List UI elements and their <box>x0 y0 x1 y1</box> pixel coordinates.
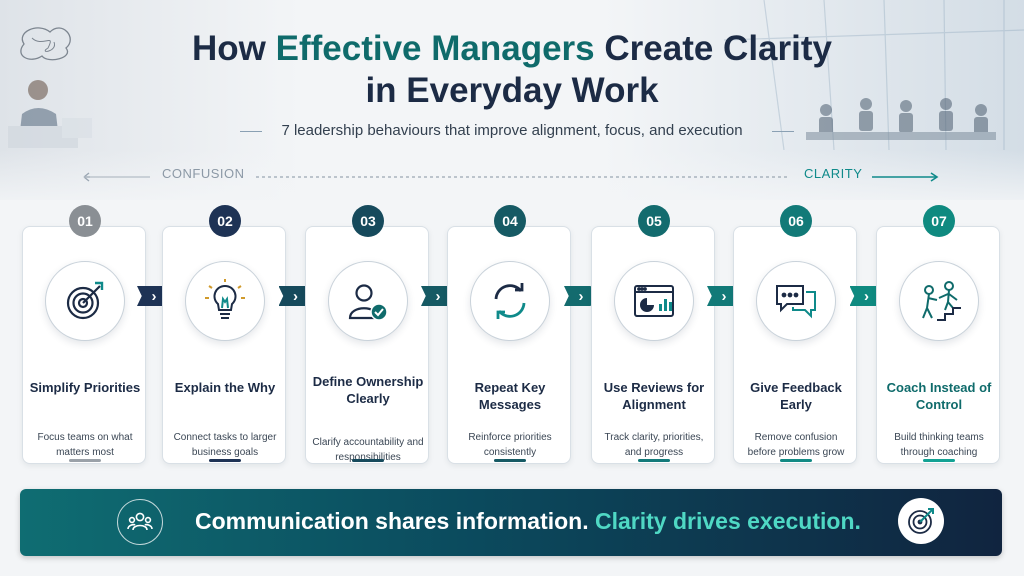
subtitle-rule-left <box>240 131 262 132</box>
dashboard-icon <box>614 261 694 341</box>
chevron-right-icon: › <box>849 286 884 306</box>
title-line-1: How Effective Managers Create Clarity <box>0 28 1024 70</box>
step-number-badge: 01 <box>69 205 101 237</box>
chevron-right-icon: › <box>707 286 741 306</box>
step-description: Build thinking teams through coaching <box>894 432 984 458</box>
step-number-badge: 03 <box>352 205 384 237</box>
subtitle-rule-right <box>772 131 794 132</box>
step-description: Clarify accountability and responsibilit… <box>312 437 424 463</box>
step-title: Use Reviews for Alignment <box>603 380 705 412</box>
page-title: How Effective Managers Create Clarity in… <box>0 28 1024 112</box>
bottom-banner: Communication shares information. Clarit… <box>20 489 1002 556</box>
step-number-badge: 07 <box>923 205 955 237</box>
title-accent: Effective Managers <box>275 29 595 68</box>
step-description: Focus teams on what matters most <box>37 432 133 458</box>
step-title: Repeat Key Messages <box>474 380 546 412</box>
stressed-person-illustration <box>8 27 92 148</box>
step-underline <box>780 459 812 462</box>
step-description: Connect tasks to larger business goals <box>173 432 277 458</box>
step-description: Reinforce priorities consistently <box>468 432 552 458</box>
target-icon <box>45 261 125 341</box>
banner-text-part-2: Clarity drives execution. <box>595 508 861 534</box>
step-number-badge: 05 <box>638 205 670 237</box>
step-description: Remove confusion before problems grow <box>747 432 845 458</box>
step-number-badge: 06 <box>780 205 812 237</box>
step-title: Give Feedback Early <box>750 380 842 412</box>
step-title: Explain the Why <box>174 380 276 395</box>
lightbulb-icon <box>185 261 265 341</box>
axis-label-clarity: CLARITY <box>804 166 863 181</box>
step-underline <box>494 459 526 462</box>
axis-label-confusion: CONFUSION <box>162 166 245 181</box>
step-title: Define Ownership Clearly <box>312 374 424 406</box>
right-arrowhead <box>930 172 939 182</box>
chevron-right-icon: › <box>564 286 598 306</box>
title-part-2: Create Clarity <box>594 29 832 68</box>
title-part-1: How <box>192 29 276 68</box>
chat-icon <box>756 261 836 341</box>
title-line-2: in Everyday Work <box>365 71 659 110</box>
subtitle: 7 leadership behaviours that improve ali… <box>281 122 743 139</box>
refresh-icon <box>470 261 550 341</box>
background-fade <box>0 150 1024 210</box>
target-icon <box>898 498 944 544</box>
confusion-clarity-axis: CONFUSION CLARITY <box>80 166 946 188</box>
coaching-icon <box>899 261 979 341</box>
team-icon <box>117 499 163 545</box>
step-description: Track clarity, priorities, and progress <box>604 432 704 458</box>
step-underline <box>923 459 955 462</box>
step-number-badge: 02 <box>209 205 241 237</box>
chevron-right-icon: › <box>421 286 455 306</box>
banner-message: Communication shares information. Clarit… <box>195 508 861 535</box>
step-number-badge: 04 <box>494 205 526 237</box>
banner-text-part-1: Communication shares information. <box>195 508 589 534</box>
step-title: Simplify Priorities <box>29 380 141 395</box>
step-underline <box>352 459 384 462</box>
step-underline <box>209 459 241 462</box>
step-title: Coach Instead of Control <box>886 380 992 412</box>
step-underline <box>638 459 670 462</box>
step-underline <box>69 459 101 462</box>
axis-arrows <box>83 172 939 182</box>
meeting-room-illustration <box>806 98 996 140</box>
chevron-right-icon: › <box>278 286 313 306</box>
person-check-icon <box>328 261 408 341</box>
